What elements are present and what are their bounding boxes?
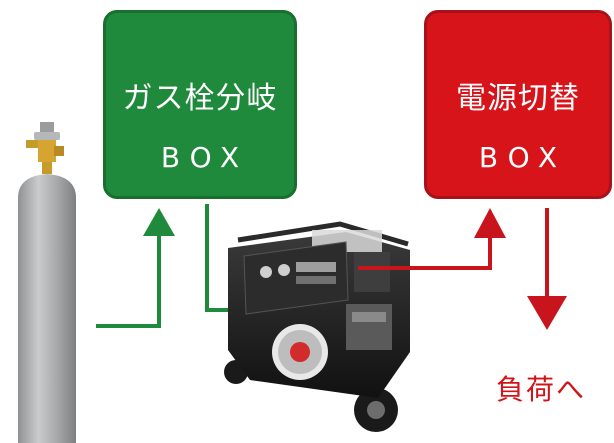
to-load-label: 負荷へ: [496, 373, 587, 406]
gas-box-subtitle: BOX: [160, 141, 250, 174]
gas-cylinder-icon: [18, 122, 76, 443]
power-box-title: 電源切替: [456, 81, 580, 116]
gas-box-title: ガス栓分岐: [122, 81, 278, 116]
power-flow-line: [358, 208, 567, 330]
gas-branch-box: ガス栓分岐 BOX: [103, 10, 297, 199]
power-box-subtitle: BOX: [478, 141, 568, 174]
generator-icon: [224, 221, 410, 432]
power-switch-box: 電源切替 BOX: [424, 10, 612, 199]
